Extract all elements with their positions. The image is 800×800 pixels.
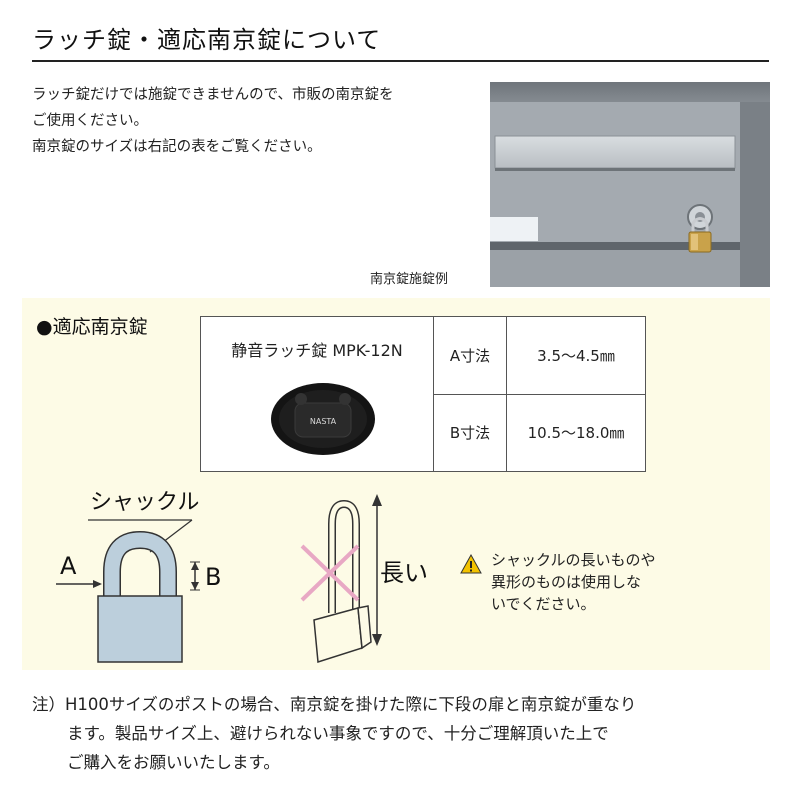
long-shackle-label: 長い [380, 559, 428, 587]
padlock-size-table: 静音ラッチ錠 MPK-12N NASTA A寸法 3.5～4.5㎜ B寸法 10… [200, 316, 646, 472]
product-name: 静音ラッチ錠 MPK-12N [231, 341, 403, 360]
intro-line-3: 南京錠のサイズは右記の表をご覧ください。 [32, 139, 322, 155]
padlock-dimension-illustration [56, 519, 200, 663]
shackle-label: シャックル [90, 490, 200, 515]
page-title: ラッチ錠・適応南京錠について [32, 26, 382, 54]
intro-line-1: ラッチ錠だけでは施錠できませんので、市販の南京錠を [32, 87, 394, 103]
warning-line-2: 異形のものは使用しな [491, 573, 642, 591]
long-shackle-illustration [300, 494, 382, 663]
b-dimension-marker: B [205, 563, 222, 591]
a-dimension-label: A寸法 [433, 316, 507, 395]
footnote: 注）H100サイズのポストの場合、南京錠を掛けた際に下段の扉と南京錠が重なり ま… [32, 690, 636, 777]
product-logo: NASTA [310, 417, 337, 426]
table-row: B寸法 10.5～18.0㎜ [201, 393, 646, 472]
footnote-line-1: 注）H100サイズのポストの場合、南京錠を掛けた際に下段の扉と南京錠が重なり [32, 695, 637, 714]
intro-text: ラッチ錠だけでは施錠できませんので、市販の南京錠を ご使用ください。 南京錠のサ… [32, 82, 393, 160]
product-cell: 静音ラッチ錠 MPK-12N NASTA [200, 316, 434, 472]
b-dimension-label: B寸法 [433, 393, 507, 472]
b-dimension-value: 10.5～18.0㎜ [506, 393, 646, 472]
intro-line-2: ご使用ください。 [32, 113, 148, 129]
mailbox-padlock-photo [490, 82, 770, 287]
warning-line-1: シャックルの長いものや [491, 551, 656, 569]
title-divider [32, 60, 769, 62]
photo-caption: 南京錠施錠例 [370, 272, 449, 287]
footnote-line-3: ご購入をお願いいたします。 [67, 753, 280, 772]
footnote-line-2: ます。製品サイズ上、避けられない事象ですので、十分ご理解頂いた上で [67, 724, 609, 743]
padlock-diagram [56, 494, 382, 663]
a-dimension-marker: A [60, 552, 77, 580]
table-row: 静音ラッチ錠 MPK-12N NASTA A寸法 3.5～4.5㎜ [200, 316, 646, 472]
a-dimension-value: 3.5～4.5㎜ [506, 316, 646, 395]
section-heading: ●適応南京錠 [36, 316, 148, 338]
latch-knob-image: NASTA [271, 383, 375, 455]
warning-line-3: いでください。 [491, 595, 596, 613]
warning-text: シャックルの長いものや 異形のものは使用しな いでください。 [491, 549, 656, 615]
warning-icon [460, 554, 482, 574]
